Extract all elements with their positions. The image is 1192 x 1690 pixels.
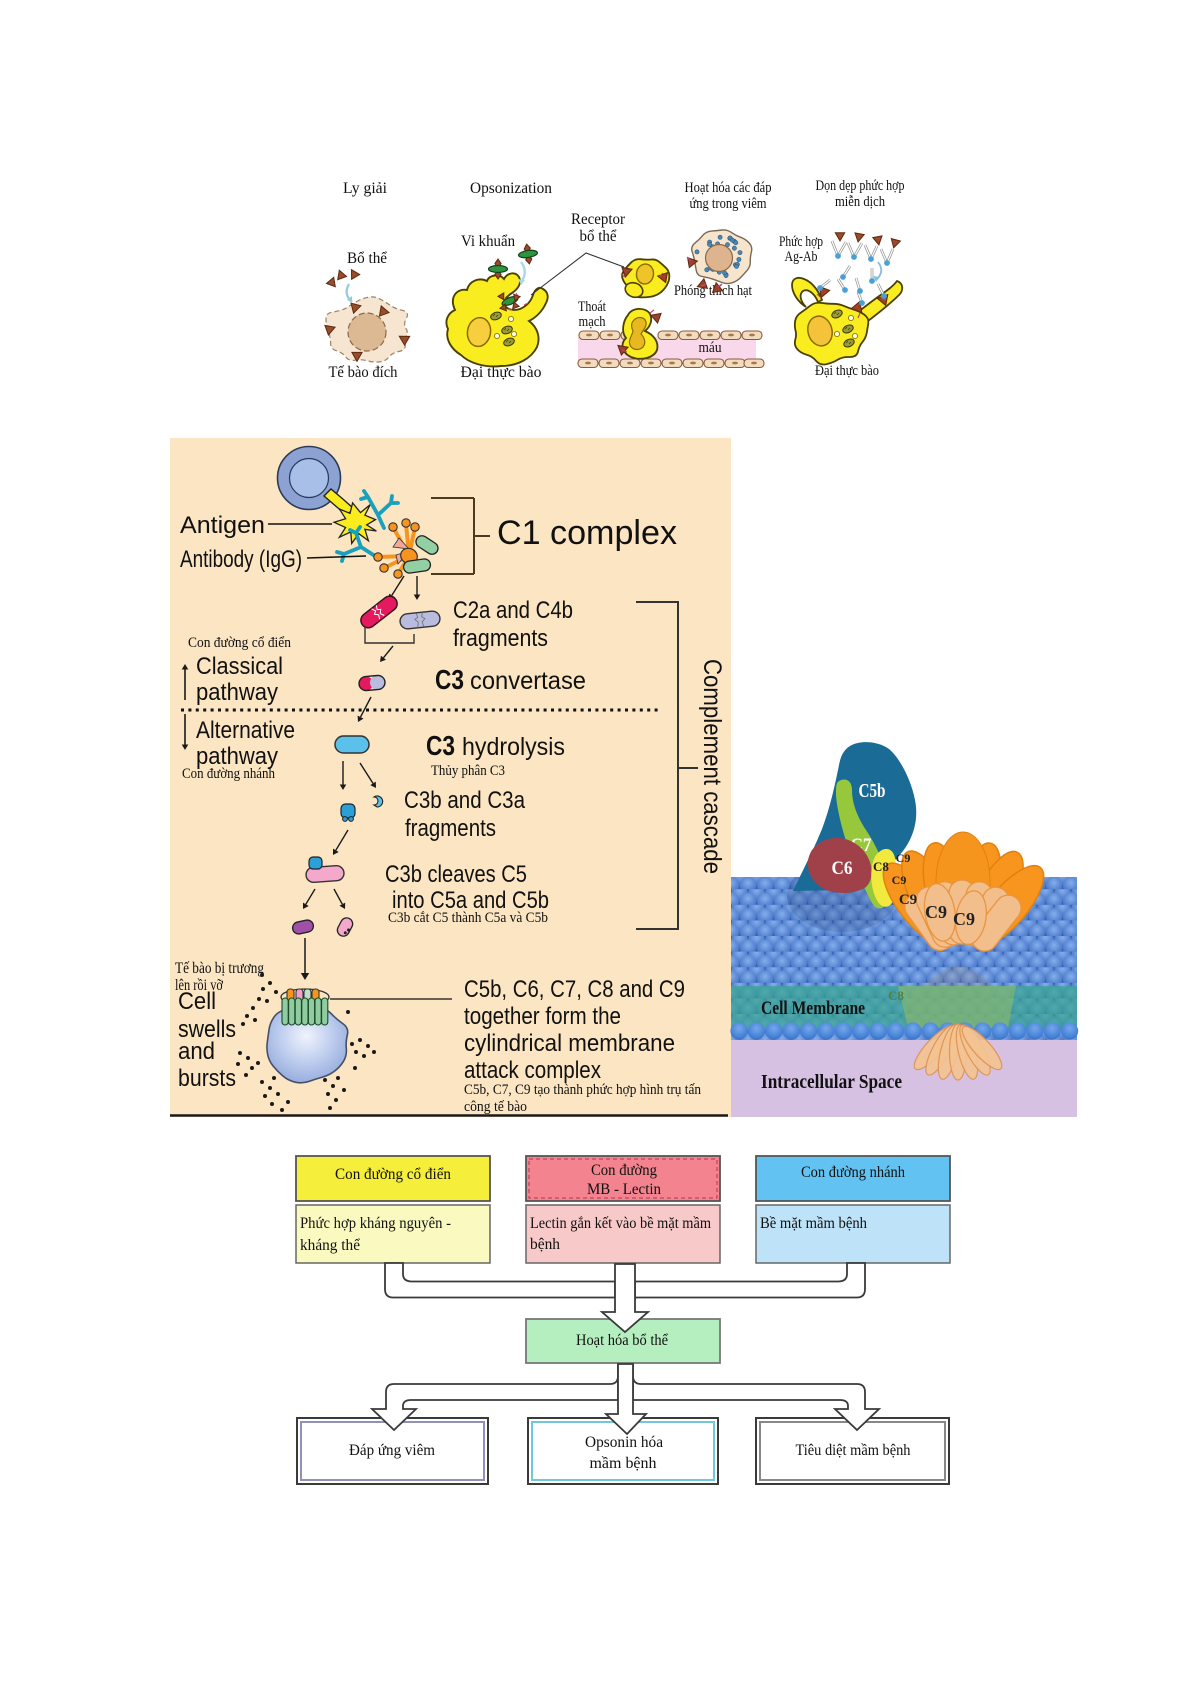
svg-text:Lectin gắn kết vào bề mặt mầm: Lectin gắn kết vào bề mặt mầm xyxy=(530,1215,711,1232)
svg-text:kháng thể: kháng thể xyxy=(300,1237,361,1254)
svg-text:Thoát: Thoát xyxy=(578,299,606,315)
svg-text:Phức hợp kháng nguyên -: Phức hợp kháng nguyên - xyxy=(300,1215,451,1232)
svg-text:Classical: Classical xyxy=(196,653,283,680)
svg-text:Đại thực bào: Đại thực bào xyxy=(461,364,542,381)
svg-text:Con đường nhánh: Con đường nhánh xyxy=(182,766,275,782)
svg-text:C8: C8 xyxy=(888,988,904,1003)
svg-text:mạch: mạch xyxy=(579,314,607,330)
svg-text:bệnh: bệnh xyxy=(530,1236,560,1253)
svg-text:Antibody (IgG): Antibody (IgG) xyxy=(180,546,302,573)
svg-text:bursts: bursts xyxy=(178,1065,236,1092)
svg-text:Hoạt hóa bổ thể: Hoạt hóa bổ thể xyxy=(576,1332,669,1349)
svg-text:C9: C9 xyxy=(896,851,911,865)
svg-text:C6: C6 xyxy=(832,858,853,879)
svg-text:C1 complex: C1 complex xyxy=(497,514,677,552)
svg-text:Ag-Ab: Ag-Ab xyxy=(785,249,818,265)
svg-text:Bề mặt mầm bệnh: Bề mặt mầm bệnh xyxy=(760,1215,867,1232)
svg-text:Tế bào đích: Tế bào đích xyxy=(329,364,398,381)
svg-text:C5b, C7, C9 tạo thành phức hợp: C5b, C7, C9 tạo thành phức hợp hình trụ … xyxy=(464,1082,702,1098)
svg-text:mầm bệnh: mầm bệnh xyxy=(590,1455,657,1472)
svg-text:Con đường cổ điển: Con đường cổ điển xyxy=(335,1166,451,1183)
svg-text:fragments: fragments xyxy=(405,815,496,842)
svg-text:convertase: convertase xyxy=(470,667,586,695)
svg-text:Antigen: Antigen xyxy=(180,512,265,539)
svg-text:máu: máu xyxy=(699,340,722,356)
svg-text:C5b: C5b xyxy=(859,780,886,802)
svg-text:Phức hợp: Phức hợp xyxy=(779,234,823,250)
svg-text:Intracellular Space: Intracellular Space xyxy=(761,1071,902,1093)
svg-text:Cell Membrane: Cell Membrane xyxy=(761,998,865,1019)
svg-text:Opsonin hóa: Opsonin hóa xyxy=(585,1434,663,1451)
svg-text:Dọn dẹp phức hợp: Dọn dẹp phức hợp xyxy=(816,178,905,194)
svg-text:C9: C9 xyxy=(899,892,917,908)
svg-text:C9: C9 xyxy=(892,873,907,887)
svg-text:Con đường cổ điển: Con đường cổ điển xyxy=(188,635,291,651)
svg-text:MB - Lectin: MB - Lectin xyxy=(587,1181,661,1198)
svg-text:Con đường: Con đường xyxy=(591,1162,657,1179)
svg-text:C9: C9 xyxy=(953,909,975,929)
svg-text:C3b and C3a: C3b and C3a xyxy=(404,787,526,814)
svg-text:C3b cắt C5 thành C5a và C5b: C3b cắt C5 thành C5a và C5b xyxy=(388,910,548,926)
svg-text:and: and xyxy=(178,1038,215,1065)
svg-text:Đại thực bào: Đại thực bào xyxy=(815,363,879,379)
svg-text:Tế bào bị trương: Tế bào bị trương xyxy=(175,960,264,977)
svg-text:Complement cascade: Complement cascade xyxy=(698,659,726,874)
svg-text:Opsonization: Opsonization xyxy=(470,180,552,197)
svg-text:C3: C3 xyxy=(435,664,464,695)
svg-text:C3b cleaves C5: C3b cleaves C5 xyxy=(385,861,527,888)
svg-text:attack complex: attack complex xyxy=(464,1057,601,1084)
svg-text:C2a and C4b: C2a and C4b xyxy=(453,597,573,624)
svg-text:C8: C8 xyxy=(873,859,889,874)
svg-text:miễn dịch: miễn dịch xyxy=(835,194,886,210)
svg-text:ứng trong viêm: ứng trong viêm xyxy=(690,196,768,212)
svg-text:Thủy phân C3: Thủy phân C3 xyxy=(431,763,505,779)
svg-text:C5b, C6, C7, C8 and C9: C5b, C6, C7, C8 and C9 xyxy=(464,976,685,1003)
svg-text:Receptor: Receptor xyxy=(571,211,626,228)
svg-text:bổ thể: bổ thể xyxy=(580,228,618,245)
svg-text:Bổ thể: Bổ thể xyxy=(347,250,388,267)
svg-text:hydrolysis: hydrolysis xyxy=(462,733,565,761)
svg-text:swells: swells xyxy=(178,1016,236,1043)
svg-text:lên rồi vỡ: lên rồi vỡ xyxy=(175,977,224,994)
svg-text:Alternative: Alternative xyxy=(196,717,295,744)
svg-text:C3: C3 xyxy=(426,730,455,761)
svg-text:Cell: Cell xyxy=(178,988,216,1015)
svg-text:pathway: pathway xyxy=(196,679,278,706)
svg-text:pathway: pathway xyxy=(196,743,278,770)
svg-text:Hoạt hóa các đáp: Hoạt hóa các đáp xyxy=(685,180,772,196)
svg-text:Ly giải: Ly giải xyxy=(343,180,388,197)
svg-text:Tiêu diệt mầm bệnh: Tiêu diệt mầm bệnh xyxy=(796,1442,911,1459)
svg-text:Đáp ứng viêm: Đáp ứng viêm xyxy=(349,1442,436,1459)
svg-text:C9: C9 xyxy=(925,902,947,922)
svg-text:together form the: together form the xyxy=(464,1003,621,1030)
svg-text:into C5a and C5b: into C5a and C5b xyxy=(392,887,549,914)
svg-text:Vi khuẩn: Vi khuẩn xyxy=(461,233,515,250)
svg-text:công tế bào: công tế bào xyxy=(464,1099,527,1115)
svg-text:fragments: fragments xyxy=(453,625,548,652)
svg-text:cylindrical membrane: cylindrical membrane xyxy=(464,1030,675,1057)
svg-text:Con đường nhánh: Con đường nhánh xyxy=(801,1164,905,1181)
